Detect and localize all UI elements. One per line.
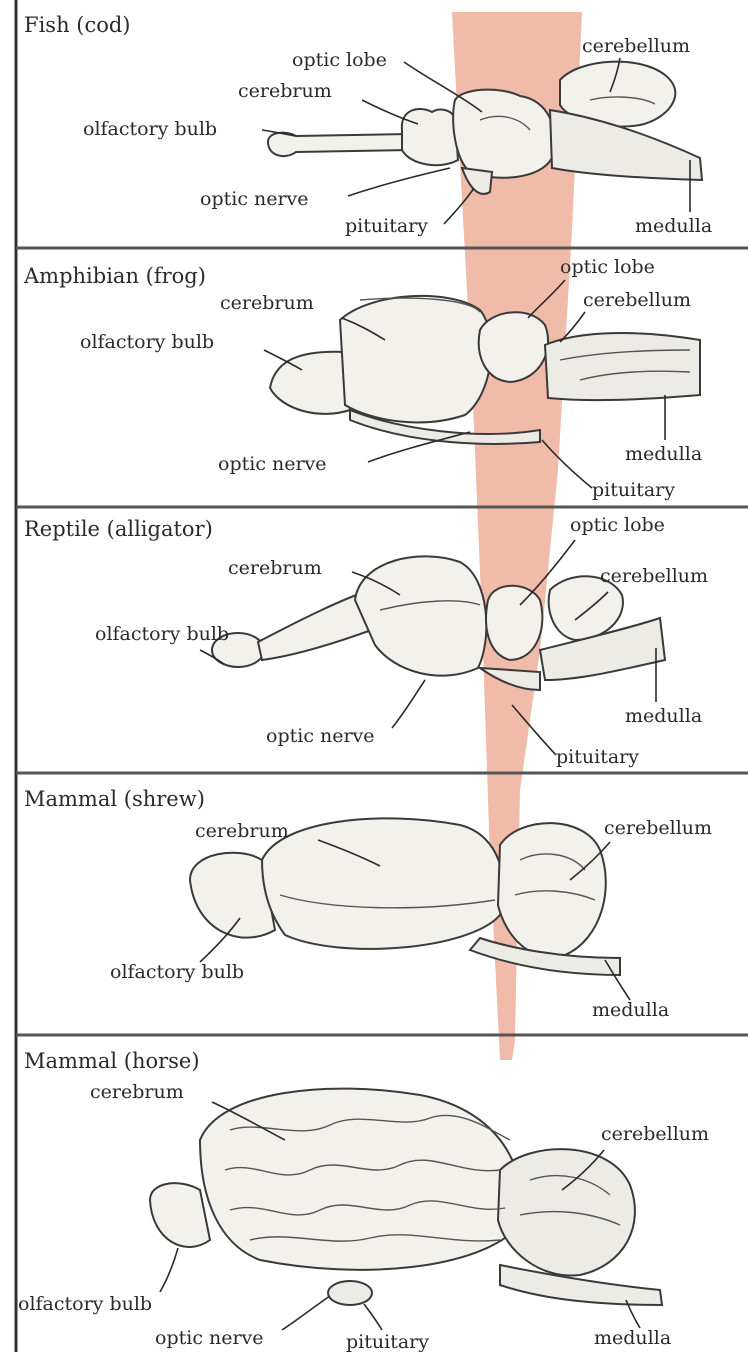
leader-line bbox=[392, 680, 425, 728]
label-cerebellum: cerebellum bbox=[583, 289, 691, 311]
label-cerebellum: cerebellum bbox=[604, 817, 712, 839]
label-olfactory-bulb: olfactory bulb bbox=[83, 118, 217, 140]
leader-line bbox=[160, 1248, 178, 1292]
label-pituitary: pituitary bbox=[345, 215, 428, 237]
label-olfactory-bulb: olfactory bulb bbox=[80, 331, 214, 353]
leader-line bbox=[348, 168, 450, 196]
label-olfactory-bulb: olfactory bulb bbox=[95, 623, 229, 645]
label-cerebellum: cerebellum bbox=[600, 565, 708, 587]
leader-line bbox=[282, 1296, 330, 1330]
panel-fish: Fish (cod) optic lobe cerebellum cerebru… bbox=[24, 13, 712, 237]
panel-title: Fish (cod) bbox=[24, 13, 131, 37]
label-pituitary: pituitary bbox=[592, 479, 675, 501]
label-cerebrum: cerebrum bbox=[195, 820, 289, 842]
panel-title: Reptile (alligator) bbox=[24, 517, 213, 541]
label-olfactory-bulb: olfactory bulb bbox=[18, 1293, 152, 1315]
label-optic-nerve: optic nerve bbox=[200, 188, 309, 210]
label-optic-nerve: optic nerve bbox=[218, 453, 327, 475]
horse-brain-drawing bbox=[150, 1089, 662, 1305]
panel-title: Mammal (shrew) bbox=[24, 787, 205, 811]
panel-mammal-horse: Mammal (horse) cerebrum cerebellum olfac… bbox=[18, 1049, 709, 1352]
label-optic-lobe: optic lobe bbox=[570, 514, 665, 536]
label-pituitary: pituitary bbox=[556, 746, 639, 768]
label-optic-nerve: optic nerve bbox=[155, 1327, 264, 1349]
label-cerebrum: cerebrum bbox=[228, 557, 322, 579]
label-pituitary: pituitary bbox=[346, 1331, 429, 1352]
label-optic-lobe: optic lobe bbox=[292, 49, 387, 71]
label-optic-nerve: optic nerve bbox=[266, 725, 375, 747]
panel-title: Mammal (horse) bbox=[24, 1049, 200, 1073]
panel-title: Amphibian (frog) bbox=[23, 264, 206, 288]
label-medulla: medulla bbox=[592, 999, 669, 1021]
label-medulla: medulla bbox=[625, 705, 702, 727]
label-cerebellum: cerebellum bbox=[582, 35, 690, 57]
panel-mammal-shrew: Mammal (shrew) cerebrum cerebellum olfac… bbox=[24, 787, 712, 1021]
label-medulla: medulla bbox=[635, 215, 712, 237]
label-cerebrum: cerebrum bbox=[90, 1081, 184, 1103]
leader-line bbox=[364, 1304, 382, 1330]
label-medulla: medulla bbox=[594, 1327, 671, 1349]
panel-amphibian: Amphibian (frog) optic lobe cerebrum cer… bbox=[23, 256, 702, 501]
label-cerebrum: cerebrum bbox=[220, 292, 314, 314]
label-optic-lobe: optic lobe bbox=[560, 256, 655, 278]
label-cerebrum: cerebrum bbox=[238, 80, 332, 102]
label-medulla: medulla bbox=[625, 443, 702, 465]
panel-reptile: Reptile (alligator) optic lobe cerebrum … bbox=[24, 514, 708, 768]
label-olfactory-bulb: olfactory bulb bbox=[110, 961, 244, 983]
label-cerebellum: cerebellum bbox=[601, 1123, 709, 1145]
